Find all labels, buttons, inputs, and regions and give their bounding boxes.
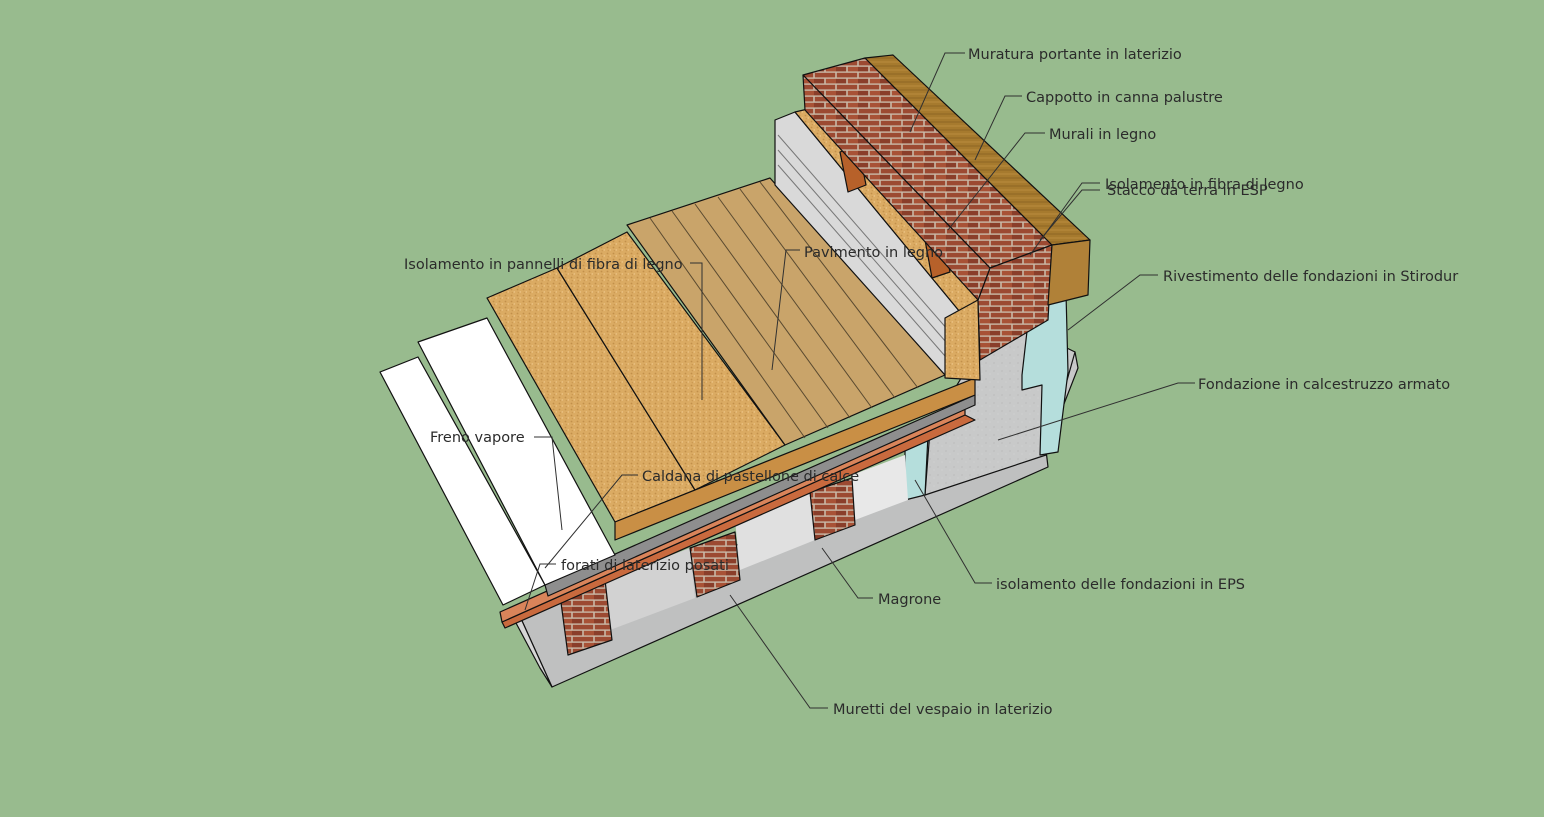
leader-lines (524, 52, 1195, 709)
stirodur-cladding (1021, 292, 1069, 456)
label-caldana: Caldana di pastellone di calce (642, 469, 859, 485)
label-rivestimento: Rivestimento delle fondazioni in Stirodu… (1163, 269, 1458, 285)
label-fondazione: Fondazione in calcestruzzo armato (1198, 377, 1450, 393)
label-pannelli: Isolamento in pannelli di fibra di legno (404, 257, 683, 273)
caldana-layer (544, 394, 976, 597)
label-pavimento: Pavimento in legno (804, 245, 943, 261)
wall-fiber-front (944, 299, 981, 381)
floor-board-lines (649, 181, 919, 439)
crawlspace-void-3 (852, 455, 908, 520)
label-murali: Murali in legno (1049, 127, 1156, 143)
label-muratura: Muratura portante in laterizio (968, 47, 1182, 63)
vespaio-wall-3 (809, 477, 856, 541)
label-isolamento-fibra: Isolamento in fibra di legno (1105, 177, 1304, 193)
crawlspace-void-2 (735, 492, 815, 570)
vespaio-wall-2 (689, 531, 741, 598)
label-freno: Freno vapore (430, 430, 525, 446)
vapour-barrier-sheet-2 (417, 317, 616, 586)
reed-coat-front (1047, 239, 1091, 306)
label-cappotto: Cappotto in canna palustre (1026, 90, 1223, 106)
wood-fiber-panel-edge (614, 377, 976, 541)
label-forati: forati di laterizio posati (561, 558, 729, 574)
label-magrone: Magrone (878, 592, 941, 608)
brick-wall-left (802, 74, 991, 301)
crawlspace-void-1 (605, 548, 695, 630)
label-isolamento-eps: isolamento delle fondazioni in EPS (996, 577, 1245, 593)
label-muretti: Muretti del vespaio in laterizio (833, 702, 1053, 718)
label-stacco: Stacco da terra in ESP (1107, 183, 1268, 199)
wall-lining-lines (777, 134, 949, 357)
